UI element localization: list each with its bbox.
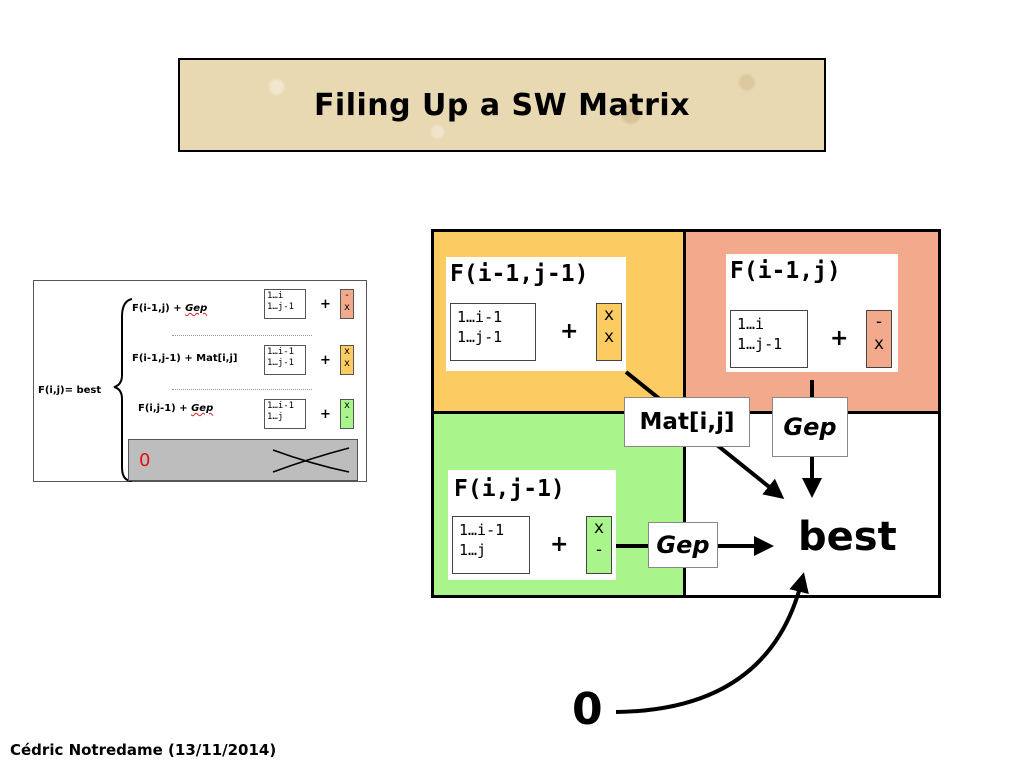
mini-row3-expr: F(i,j-1) + Gep (138, 403, 214, 414)
mini-zero-row: 0 (128, 439, 358, 481)
mini-row1-plus: + (320, 297, 331, 312)
footer-author: Cédric Notredame (13/11/2014) (10, 741, 277, 759)
column-box-left: x - (586, 516, 612, 574)
recurrence-brace (113, 298, 133, 482)
plus-sign: + (830, 326, 849, 351)
plus-sign: + (550, 532, 569, 557)
gep-label-left-text: Gep (656, 531, 710, 559)
seq-box-diagonal: 1…i-1 1…j-1 (450, 303, 536, 361)
seq-box-left: 1…i-1 1…j (452, 516, 530, 574)
panel-left: F(i,j-1) 1…i-1 1…j + x - (448, 470, 616, 580)
mini-zero-label: 0 (139, 450, 151, 471)
mini-row2-expr: F(i-1,j-1) + Mat[i,j] (132, 353, 238, 364)
mini-row2-col: x x (340, 345, 354, 375)
arrow-zero-to-best (615, 572, 809, 714)
mini-row1-expr: F(i-1,j) + Gep (132, 303, 208, 314)
panel-diagonal: F(i-1,j-1) 1…i-1 1…j-1 + x x (446, 257, 626, 371)
gep-label-up: Gep (772, 397, 848, 457)
column-box-diagonal: x x (596, 303, 622, 361)
mini-row3-seq: 1…i-1 1…j (264, 399, 306, 429)
mini-row2-seq: 1…i-1 1…j-1 (264, 345, 306, 375)
best-label: best (798, 514, 897, 560)
label-f-left: F(i,j-1) (454, 476, 565, 502)
column-box-up: - x (866, 310, 892, 368)
mini-separator (172, 389, 312, 390)
mini-row2-plus: + (320, 353, 331, 368)
gep-label-up-text: Gep (783, 413, 837, 441)
mat-label-text: Mat[i,j] (639, 409, 735, 435)
label-f-up: F(i-1,j) (730, 258, 841, 284)
zero-label: 0 (572, 684, 603, 735)
mini-row3-col: x - (340, 399, 354, 429)
panel-up: F(i-1,j) 1…i 1…j-1 + - x (726, 254, 898, 372)
seq-box-up: 1…i 1…j-1 (730, 310, 808, 368)
slide-title: Filing Up a SW Matrix (313, 87, 691, 123)
gep-label-left: Gep (648, 522, 718, 568)
plus-sign: + (560, 319, 579, 344)
recurrence-thumbnail: F(i,j)= best F(i-1,j) + Gep 1…i 1…j-1 + … (33, 280, 367, 482)
mini-separator (172, 335, 312, 336)
cross-icon (272, 447, 350, 473)
mini-row1-col: - x (340, 289, 354, 319)
mini-row3-plus: + (320, 407, 331, 422)
title-banner: Filing Up a SW Matrix (178, 58, 826, 152)
recurrence-lhs: F(i,j)= best (38, 385, 102, 396)
mat-label: Mat[i,j] (624, 397, 750, 447)
mini-row1-seq: 1…i 1…j-1 (264, 289, 306, 319)
label-f-diagonal: F(i-1,j-1) (450, 261, 589, 287)
